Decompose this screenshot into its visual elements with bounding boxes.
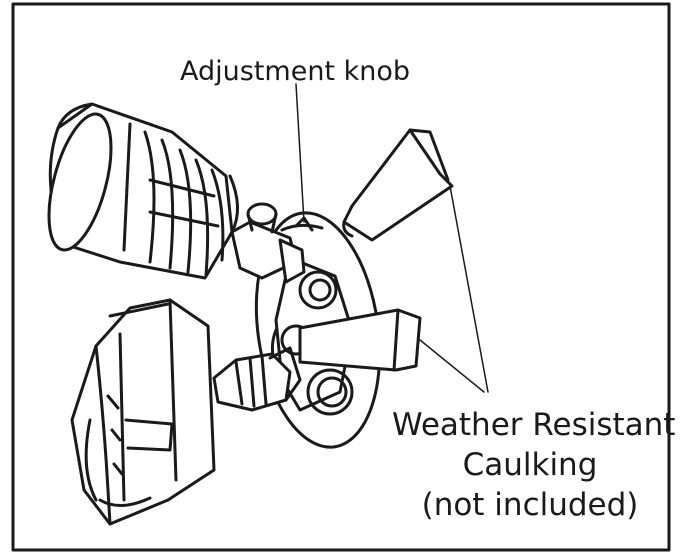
caulking-label-line3: (not included) xyxy=(421,487,639,523)
label-weather-resistant-caulking: Weather Resistant Caulking (not included… xyxy=(392,405,676,525)
caulk-tube-upper xyxy=(342,128,489,393)
label-adjustment-knob: Adjustment knob xyxy=(180,56,411,87)
caulking-label-line2: Caulking xyxy=(462,447,598,483)
caulk-tube-lower xyxy=(298,308,485,393)
leader-knob xyxy=(295,83,305,223)
diagram-border xyxy=(11,2,671,552)
upper-swivel-arm xyxy=(230,83,314,284)
upper-lamp-head xyxy=(47,102,239,280)
caulking-label-line1: Weather Resistant xyxy=(392,407,676,443)
motion-sensor xyxy=(70,298,216,526)
lower-swivel-arm xyxy=(212,346,302,412)
